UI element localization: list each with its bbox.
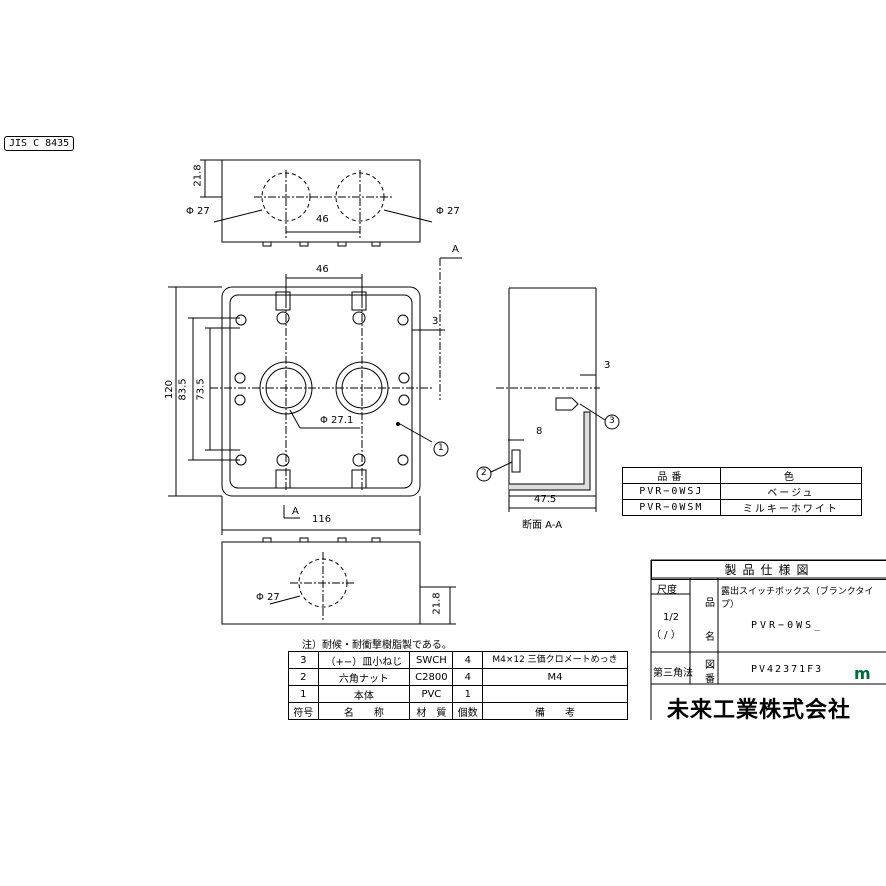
product-code: PVR−0WSJ [622,483,721,500]
part-remark: M4 [482,668,628,686]
color-table-row: PVR−0WSJ ベージュ [622,483,863,500]
part-number: 1 [288,685,319,703]
header-color: 色 [719,467,863,484]
bottom-view [221,537,456,625]
part-remark [482,685,628,703]
drawing-number: PV42371F3 [751,664,824,675]
title-block: 製品仕様図 尺度 1/2 （ / ） 品 名 露出スイッチボックス（ブランクタイ… [651,560,886,720]
dim-section-wall: 3 [604,360,611,371]
part-number: 2 [288,668,319,686]
header-quantity: 個数 [452,702,484,720]
part-quantity: 4 [452,651,484,669]
section-mark-bottom: A [292,506,299,517]
part-material: PVC [409,685,454,703]
part-quantity: 1 [452,685,484,703]
balloon-3: 3 [609,416,615,426]
product-code: PVR−0WSM [622,499,721,516]
drawing-label-2: 番 [705,674,715,685]
section-label: 断面 A-A [522,520,563,531]
color-table-row: PVR−0WSM ミルキーホワイト [622,499,863,516]
dim-front-mount-inner: 73.5 [195,378,207,401]
dim-front-width: 116 [312,514,332,525]
dim-top-hole-right: Φ 27 [436,206,460,217]
name-label: 名 [705,632,715,643]
dim-front-hole: Φ 27.1 [320,415,354,426]
product-code: PVR−0WS_ [751,620,824,631]
top-view [200,159,433,247]
section-mark-top: A [452,244,459,255]
scale-label: 尺度 [657,585,677,596]
header-remark: 備 考 [482,702,628,720]
section-view [476,287,620,512]
dim-bottom-depth: 21.8 [431,592,443,615]
company-logo: m [854,664,871,683]
part-number: 3 [288,651,319,669]
material-note: 注）耐候・耐衝撃樹脂製である。 [302,640,452,651]
header-product-code: 品番 [622,467,721,484]
dim-top-depth: 21.8 [192,164,204,187]
dim-section-depth: 47.5 [534,494,557,505]
scale-sub: （ / ） [651,630,681,641]
header-name: 名 称 [317,702,411,720]
dim-top-hole-left: Φ 27 [186,206,210,217]
balloon-1: 1 [438,443,444,453]
front-view [168,257,462,535]
parts-table: 3 （+−）皿小ねじ SWCH 4 M4×12 三価クロメートめっき 2 六角ナ… [288,651,628,720]
dim-top-pitch: 46 [316,214,329,225]
part-quantity: 4 [452,668,484,686]
drawing-title: 製品仕様図 [651,560,886,580]
part-name: 本体 [317,685,411,703]
dim-front-edge: 3 [432,316,439,327]
parts-table-header: 符号 名 称 材 質 個数 備 考 [288,702,628,720]
part-remark: M4×12 三価クロメートめっき [482,651,628,669]
part-name: （+−）皿小ねじ [317,651,411,669]
scale-value: 1/2 [663,612,680,623]
color-table-header: 品番 色 [622,467,863,484]
part-name: 六角ナット [317,668,411,686]
color-table: 品番 色 PVR−0WSJ ベージュ PVR−0WSM ミルキーホワイト [622,467,863,516]
table-row: 2 六角ナット C2800 4 M4 [288,668,628,686]
dim-front-pitch: 46 [316,264,329,275]
projection-method: 第三角法 [653,668,693,679]
company-name: 未来工業株式会社 [667,698,852,723]
drawing-label-1: 図 [705,660,715,671]
balloon-2: 2 [481,468,487,478]
table-row: 1 本体 PVC 1 [288,685,628,703]
dim-front-mount-outer: 83.5 [177,378,189,401]
table-row: 3 （+−）皿小ねじ SWCH 4 M4×12 三価クロメートめっき [288,651,628,669]
header-material: 材 質 [409,702,454,720]
jis-standard-label: JIS C 8435 [4,136,75,151]
dim-section-offset: 8 [536,426,543,437]
dim-front-height: 120 [164,379,176,400]
product-description: 露出スイッチボックス（ブランクタイプ） [721,587,874,610]
part-material: SWCH [409,651,454,669]
product-label: 品 [705,598,715,609]
header-symbol: 符号 [288,702,319,720]
part-material: C2800 [409,668,454,686]
dim-bottom-hole: Φ 27 [256,592,280,603]
color-name: ベージュ [719,483,863,500]
color-name: ミルキーホワイト [719,499,863,516]
